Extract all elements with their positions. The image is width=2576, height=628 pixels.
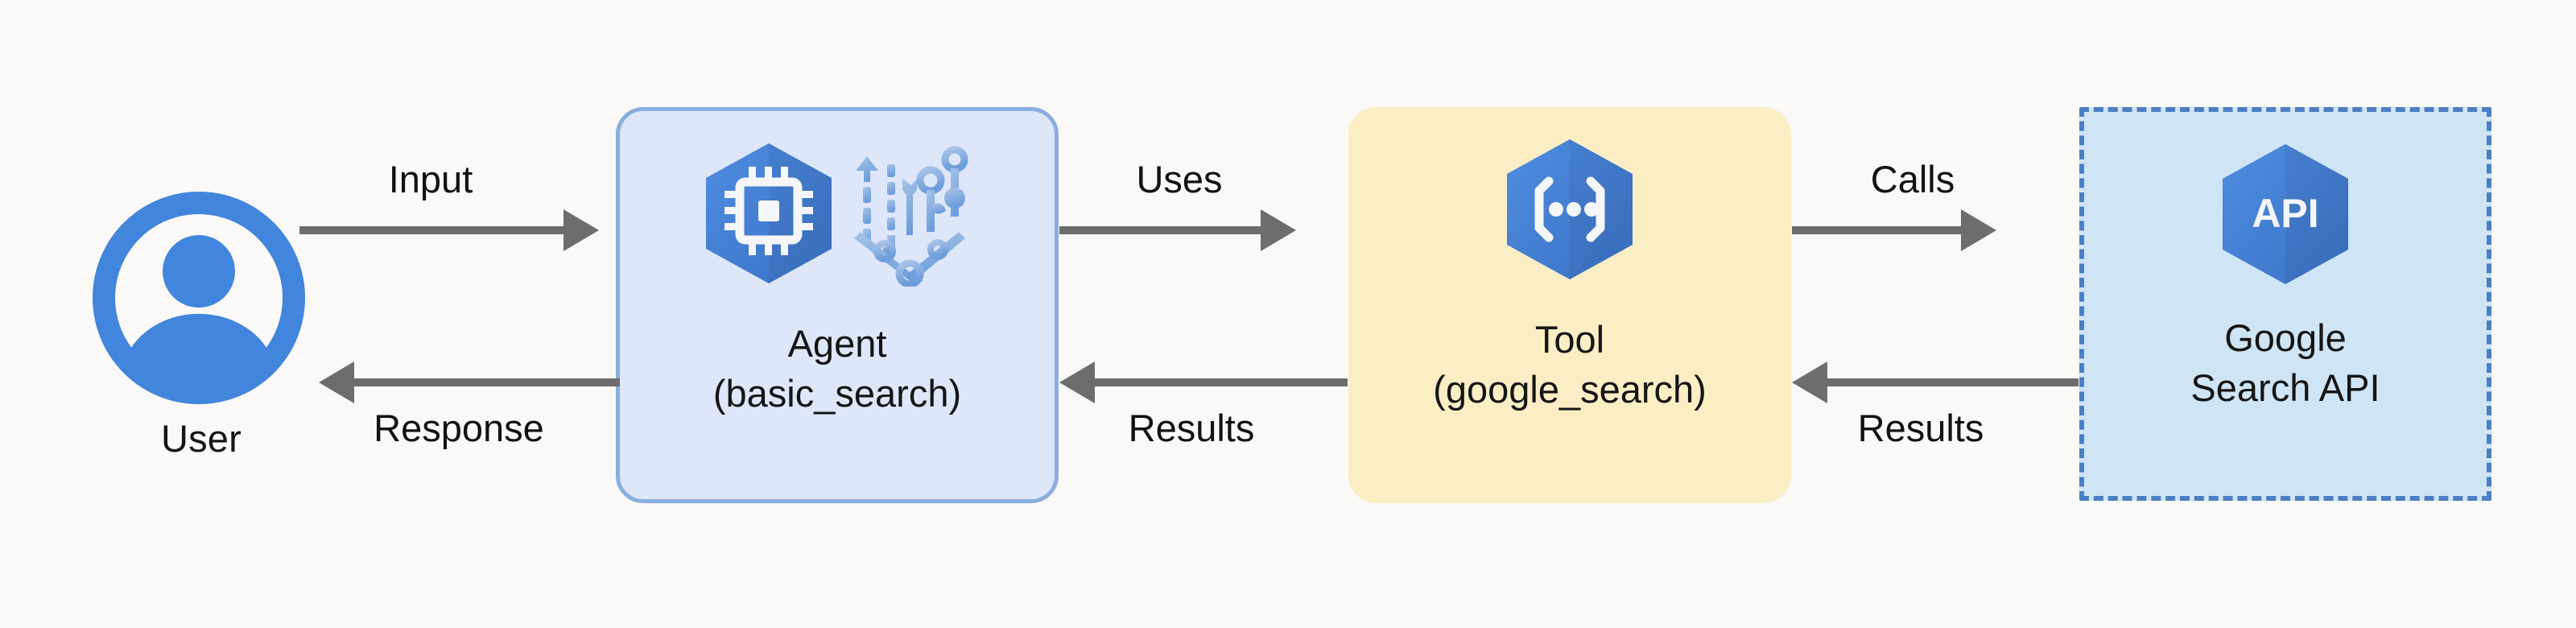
edge-label-response: Response [374,407,544,449]
user-actor: User [80,181,322,479]
edge-tool-to-agent-arrowhead [1059,362,1095,403]
edge-label-results-api-tool: Results [1857,407,1984,449]
agent-label: Agent (basic_search) [712,322,962,415]
google-search-api-label: Google Search API [2190,316,2380,409]
edge-tool-to-api-arrowhead [1961,209,1996,251]
code-braces-hexagon-icon [1507,139,1633,279]
api-icon-group: API [2215,141,2356,287]
user-label: User [160,417,242,460]
edge-api-to-tool-line [1827,378,2079,386]
tool-label: Tool (google_search) [1433,318,1707,411]
edge-agent-to-user-arrowhead [319,362,354,403]
edge-user-to-agent-arrowhead [564,209,599,251]
api-hexagon-text: API [2252,191,2318,236]
api-hexagon-icon: API [2223,144,2348,284]
cpu-hexagon-icon [706,143,832,283]
edge-label-uses: Uses [1136,158,1223,200]
edge-api-to-tool-arrowhead [1792,362,1827,403]
edge-label-results-tool-agent: Results [1128,407,1255,449]
pipeline-workflow-icon [854,146,968,287]
edge-agent-to-tool-line [1059,226,1261,234]
node-agent[interactable]: Agent (basic_search) [616,107,1059,503]
edge-label-input: Input [388,158,473,200]
node-tool[interactable]: Tool (google_search) [1348,107,1791,503]
edge-tool-to-api-line [1792,226,1961,234]
edge-tool-to-agent-line [1095,378,1348,386]
user-avatar-icon [93,192,305,404]
edge-agent-to-user-line [354,378,620,386]
agent-icon-group [698,140,976,287]
tool-icon-group [1499,136,1641,283]
node-google-search-api[interactable]: API Google Search API [2079,107,2491,501]
edge-user-to-agent-line [299,226,564,234]
edge-agent-to-tool-arrowhead [1261,209,1296,251]
edge-label-calls: Calls [1870,158,1955,200]
